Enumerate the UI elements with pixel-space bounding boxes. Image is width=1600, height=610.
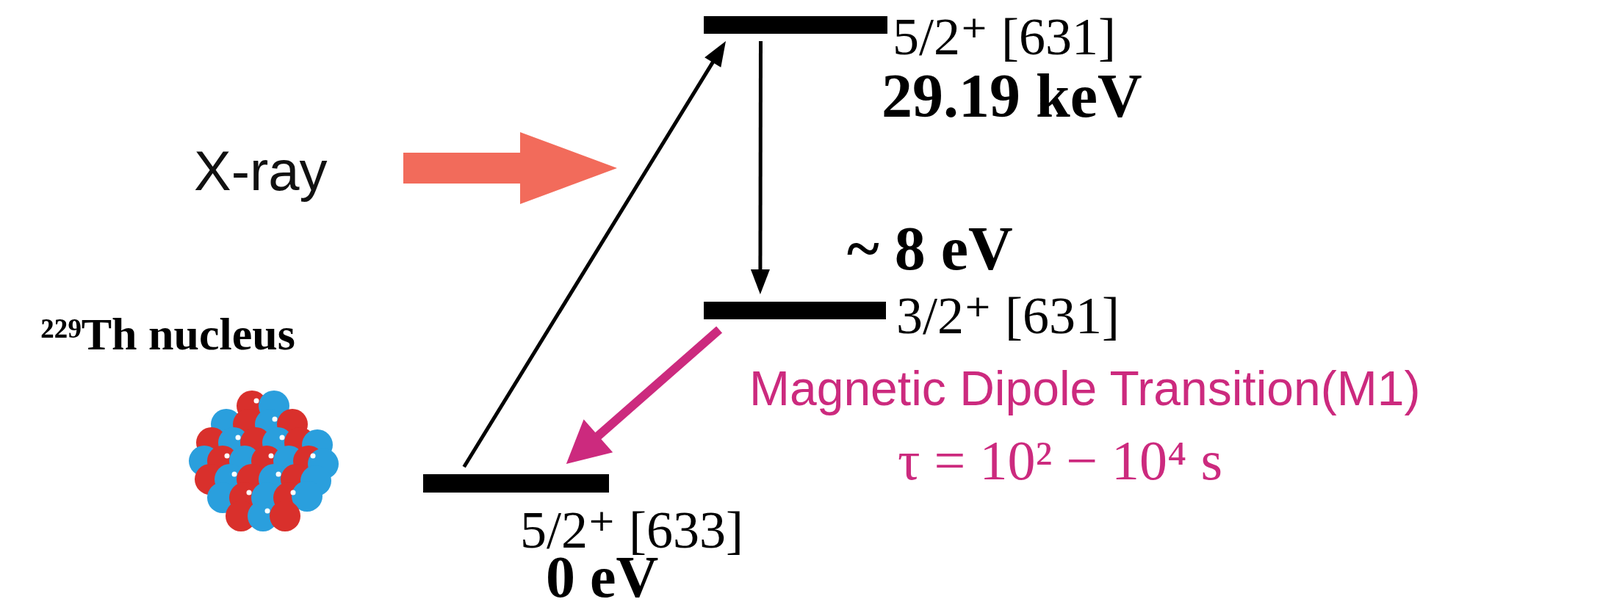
highlight — [310, 453, 316, 460]
energy-level-bar: ~ 8 eV3/2⁺ [631] — [703, 301, 886, 320]
highlight — [265, 509, 271, 515]
energy-level-bar: 5/2⁺ [633]0 eV — [423, 474, 609, 493]
xray-arrow-head — [520, 132, 618, 205]
level-energy: ~ 8 eV — [847, 218, 1014, 280]
highlight — [232, 472, 238, 478]
nucleus-illustration — [188, 390, 339, 532]
arrowhead — [704, 41, 726, 68]
nucleus-label: ²²⁹Th nucleus — [40, 311, 296, 358]
highlight — [235, 435, 241, 441]
highlight — [290, 490, 297, 496]
transition-arrow — [750, 41, 770, 295]
arrowhead — [750, 269, 770, 295]
arrow-shaft — [758, 41, 763, 275]
level-energy: 0 eV — [545, 548, 659, 607]
xray-arrow-body — [403, 152, 526, 184]
highlight — [272, 417, 278, 423]
highlight — [246, 490, 252, 496]
highlight — [279, 435, 286, 441]
nucleon-highlights — [224, 398, 316, 515]
arrow-shaft — [592, 329, 720, 442]
transition-arrow — [464, 41, 726, 468]
highlight — [276, 472, 282, 478]
lifetime-label: τ = 10² − 10⁴ s — [897, 432, 1223, 489]
beam-label: X-ray — [193, 143, 328, 200]
level-spin-label: 5/2⁺ [631] — [892, 10, 1116, 64]
arrow-shaft — [464, 58, 716, 468]
xray-arrow — [403, 132, 618, 205]
level-energy: 29.19 keV — [881, 65, 1143, 128]
highlight — [254, 398, 260, 405]
proton — [269, 501, 301, 532]
arrowhead — [566, 419, 613, 465]
transition-label: Magnetic Dipole Transition(M1) — [749, 364, 1421, 413]
highlight — [268, 453, 275, 460]
transition-arrow — [566, 329, 720, 465]
highlight — [224, 453, 230, 460]
energy-level-bar: 5/2⁺ [631]29.19 keV — [703, 16, 888, 34]
level-spin-label: 3/2⁺ [631] — [896, 289, 1120, 343]
